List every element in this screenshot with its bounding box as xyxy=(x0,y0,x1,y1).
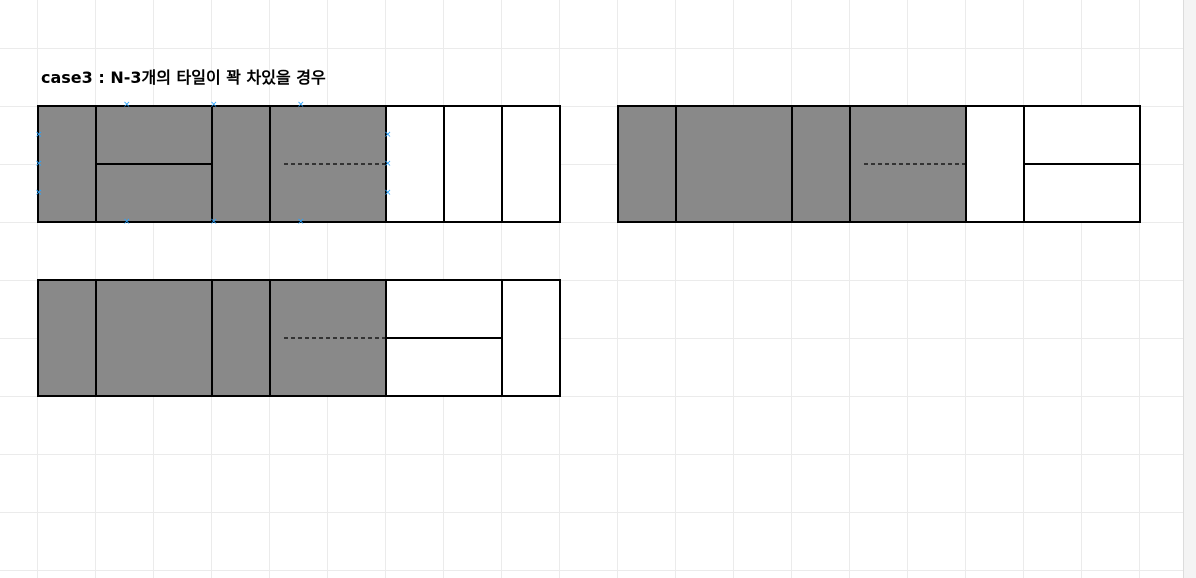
selection-handle-icon[interactable]: × xyxy=(297,100,305,110)
tile-1[interactable] xyxy=(37,279,97,397)
selection-handle-icon[interactable]: × xyxy=(384,188,392,198)
selection-handle-icon[interactable]: × xyxy=(35,159,43,169)
tile-1[interactable] xyxy=(37,105,97,223)
tile-5[interactable] xyxy=(965,105,1025,223)
tile-rect[interactable] xyxy=(501,279,561,397)
tile-4[interactable] xyxy=(269,105,387,223)
tile-5[interactable] xyxy=(385,105,445,223)
tile-6[interactable] xyxy=(501,279,561,397)
tile-diagram-2[interactable] xyxy=(617,105,1143,225)
tile-3[interactable] xyxy=(211,279,271,397)
tile-6[interactable] xyxy=(1023,105,1141,223)
selection-handle-icon[interactable]: × xyxy=(384,159,392,169)
selection-handle-icon[interactable]: × xyxy=(35,130,43,140)
tile-rect[interactable] xyxy=(501,105,561,223)
tile-rect[interactable] xyxy=(37,105,97,223)
selection-handle-icon[interactable]: × xyxy=(210,100,218,110)
selection-handle-icon[interactable]: × xyxy=(123,217,131,227)
tile-4[interactable] xyxy=(849,105,967,223)
tile-rect[interactable] xyxy=(617,105,677,223)
tile-5[interactable] xyxy=(385,279,503,397)
tile-1[interactable] xyxy=(617,105,677,223)
tile-2[interactable] xyxy=(95,105,213,223)
tile-rect[interactable] xyxy=(443,105,503,223)
tile-rect[interactable] xyxy=(385,105,445,223)
tile-4[interactable] xyxy=(269,279,387,397)
selection-handle-icon[interactable]: × xyxy=(297,217,305,227)
tile-2[interactable] xyxy=(675,105,793,223)
tile-7[interactable] xyxy=(501,105,561,223)
selection-handle-icon[interactable]: × xyxy=(384,130,392,140)
selection-handle-icon[interactable]: × xyxy=(123,100,131,110)
tile-rect[interactable] xyxy=(965,105,1025,223)
tile-rect[interactable] xyxy=(37,279,97,397)
tile-rect[interactable] xyxy=(211,105,271,223)
selection-handle-icon[interactable]: × xyxy=(35,188,43,198)
case-title: case3 : N-3개의 타일이 꽉 차있을 경우 xyxy=(41,68,326,87)
tile-diagram-3[interactable] xyxy=(37,279,563,399)
tile-rect[interactable] xyxy=(95,279,213,397)
tile-diagram-1[interactable] xyxy=(37,105,563,225)
tile-6[interactable] xyxy=(443,105,503,223)
tile-rect[interactable] xyxy=(791,105,851,223)
selection-handle-icon[interactable]: × xyxy=(210,217,218,227)
tile-rect[interactable] xyxy=(211,279,271,397)
tile-rect[interactable] xyxy=(675,105,793,223)
tile-3[interactable] xyxy=(211,105,271,223)
tile-2[interactable] xyxy=(95,279,213,397)
vertical-scrollbar[interactable] xyxy=(1183,0,1196,578)
tile-3[interactable] xyxy=(791,105,851,223)
